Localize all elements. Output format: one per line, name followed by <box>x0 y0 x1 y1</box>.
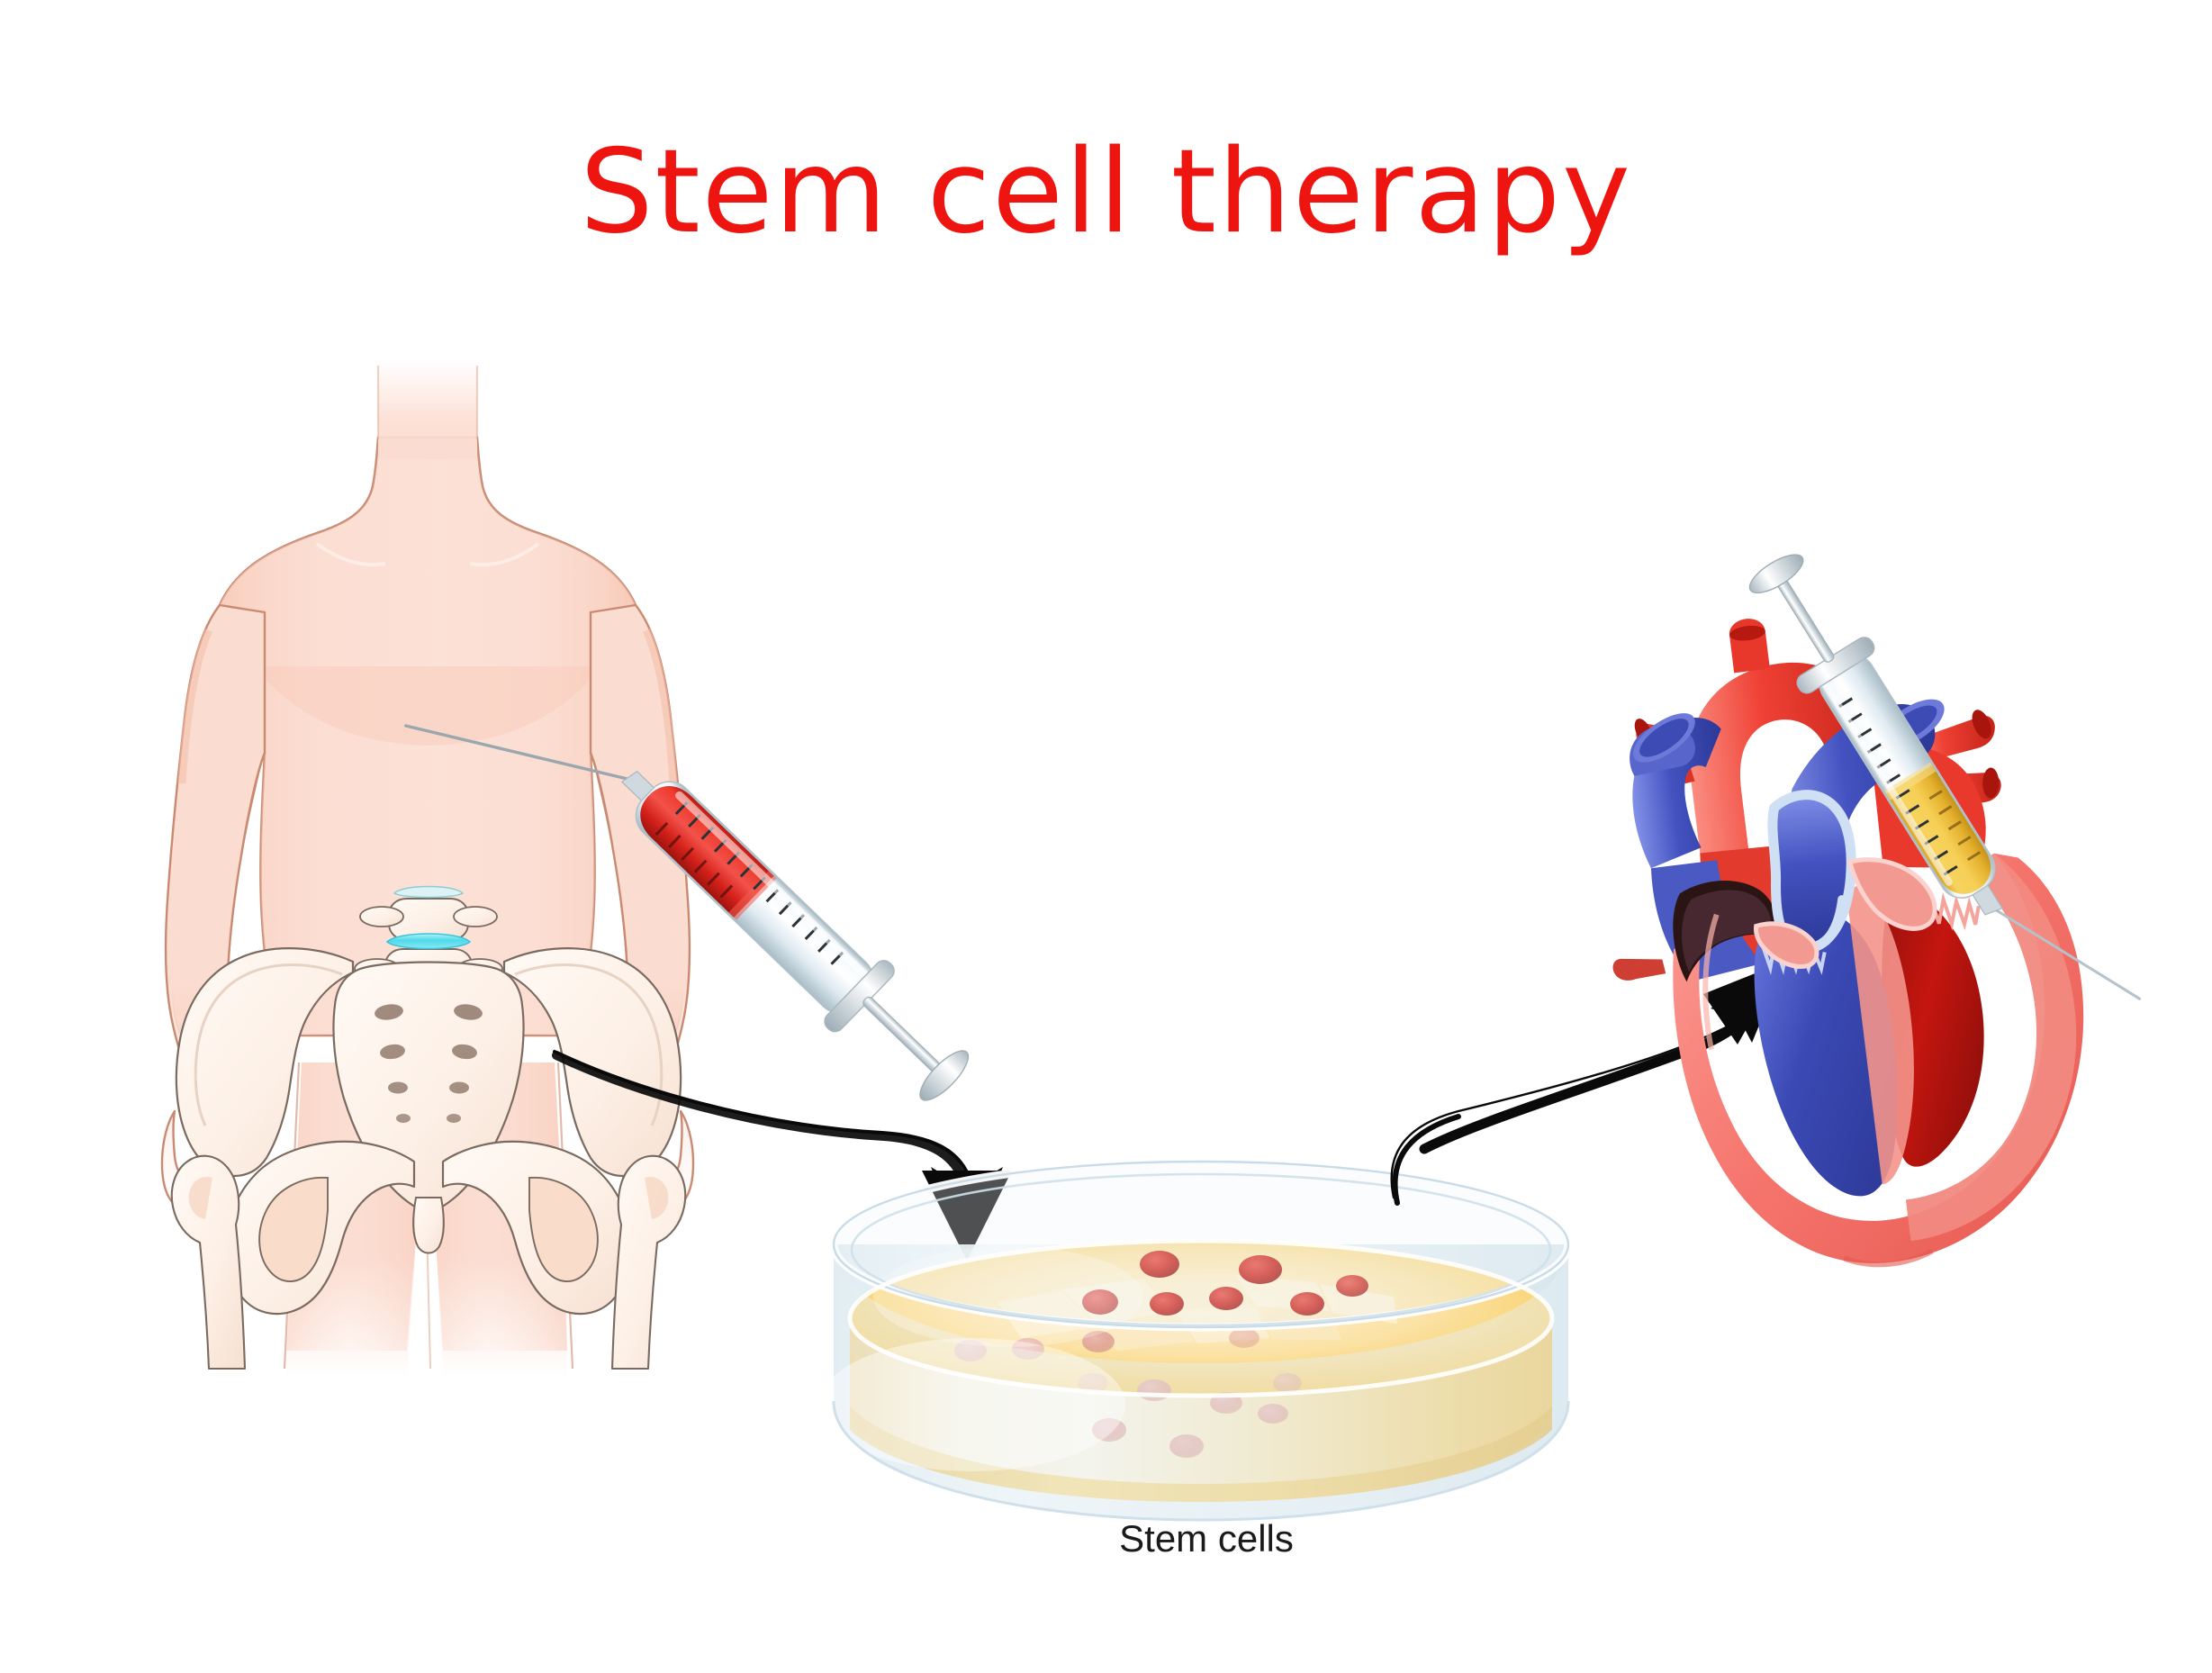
blood-syringe[interactable] <box>404 607 983 1172</box>
stem-cells-caption: Stem cells <box>1119 1517 1294 1560</box>
sacral-foramina <box>375 1004 483 1123</box>
page-title: Stem cell therapy <box>580 125 1632 259</box>
patient-torso <box>171 360 684 1041</box>
syringe-graduations-lower <box>1928 790 1982 862</box>
stem-cell-nuclei <box>1082 1251 1368 1316</box>
arrow-pelvis-to-dish <box>552 1050 1012 1261</box>
syringe-graduations-lower <box>655 822 734 899</box>
stem-cell-syringe[interactable] <box>1735 520 2142 1064</box>
patient-figure <box>160 360 695 1378</box>
pelvis-skeleton <box>170 885 687 1370</box>
petri-dish <box>819 1157 1573 1522</box>
